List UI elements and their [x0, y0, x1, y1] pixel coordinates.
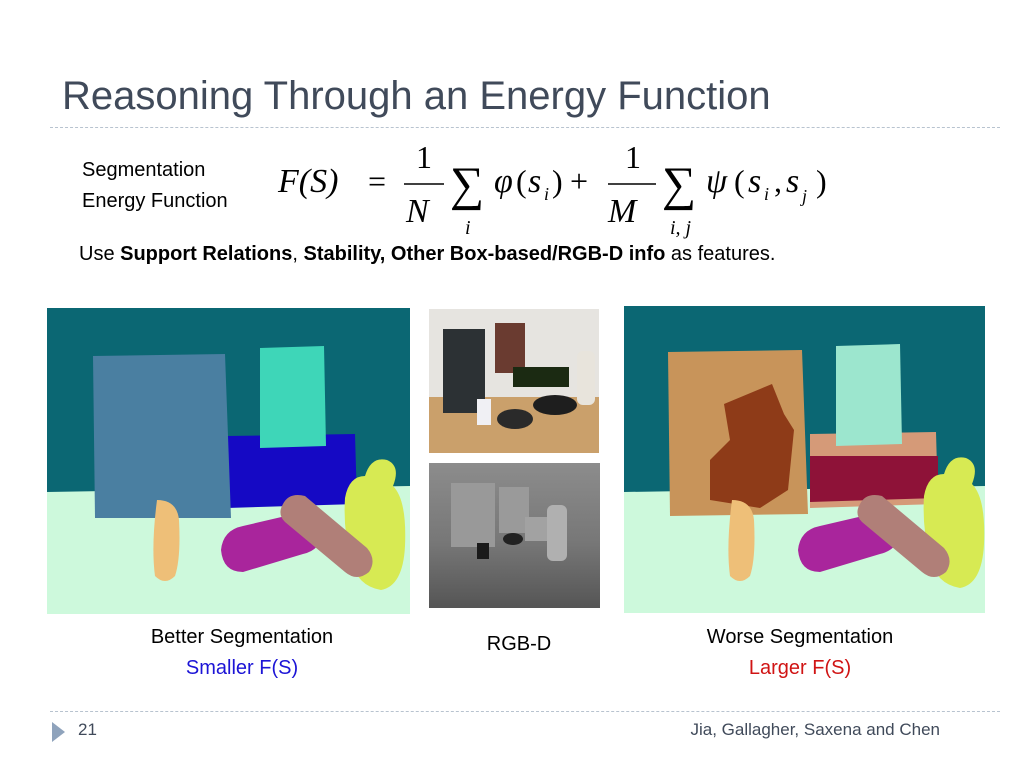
worse-caption-title: Worse Segmentation: [706, 626, 894, 648]
features-suffix: as features.: [665, 243, 776, 265]
energy-label-line1: Segmentation: [82, 159, 206, 181]
formula-lhs: F(S): [277, 163, 338, 200]
svg-text:(: (: [516, 163, 527, 199]
features-stability-info: Stability, Other Box-based/RGB-D info: [303, 243, 666, 265]
worse-segmentation-image: [624, 306, 985, 613]
formula-numerator-2: 1: [625, 139, 641, 175]
bottom-divider: [50, 711, 1000, 712]
slide-title: Reasoning Through an Energy Function: [62, 74, 771, 118]
worse-caption-sub: Larger F(S): [748, 657, 852, 679]
formula-s-2: s: [748, 163, 761, 200]
energy-formula: F(S) = 1 N ∑ i φ ( s i ) + 1 M ∑ i, j ψ …: [277, 139, 827, 239]
features-separator: ,: [292, 243, 304, 265]
formula-sum-index-i: i: [465, 217, 471, 239]
formula-sum-1: ∑: [450, 158, 484, 211]
svg-text:(: (: [734, 163, 745, 199]
formula-sub-i-1: i: [544, 184, 549, 204]
features-support-relations: Support Relations: [120, 243, 293, 265]
svg-text:): ): [552, 163, 563, 199]
better-caption-sub: Smaller F(S): [185, 657, 299, 679]
worse-segmentation-caption: Worse Segmentation Larger F(S): [670, 622, 930, 684]
formula-denominator-m: M: [607, 193, 638, 230]
formula-sub-j: j: [800, 186, 807, 206]
energy-function-label: Segmentation Energy Function: [82, 155, 228, 217]
better-caption-title: Better Segmentation: [150, 626, 334, 648]
energy-label-line2: Energy Function: [82, 190, 228, 212]
formula-equals: =: [368, 163, 386, 199]
svg-text:,: ,: [774, 163, 782, 199]
better-segmentation-image: [47, 308, 410, 614]
features-prefix: Use: [79, 243, 121, 265]
formula-sum-index-ij: i, j: [670, 217, 692, 239]
formula-denominator-n: N: [405, 193, 431, 230]
features-sentence: Use Support Relations, Stability, Other …: [79, 243, 775, 266]
formula-sub-i-2: i: [764, 184, 769, 204]
depth-image: [429, 463, 600, 608]
formula-s-3: s: [786, 163, 799, 200]
formula-sum-2: ∑: [662, 158, 696, 211]
page-number: 21: [78, 720, 97, 739]
formula-s-1: s: [528, 163, 541, 200]
top-divider: [50, 127, 1000, 128]
better-segmentation-caption: Better Segmentation Smaller F(S): [112, 622, 372, 684]
footer-arrow-icon: [52, 722, 65, 742]
rgbd-caption: RGB-D: [486, 633, 552, 655]
formula-numerator-1: 1: [416, 139, 432, 175]
formula-psi: ψ: [706, 163, 728, 200]
svg-text:): ): [816, 163, 827, 199]
formula-plus: +: [570, 163, 588, 199]
authors: Jia, Gallagher, Saxena and Chen: [690, 720, 940, 739]
rgb-image: [429, 309, 599, 453]
formula-phi: φ: [494, 163, 513, 200]
